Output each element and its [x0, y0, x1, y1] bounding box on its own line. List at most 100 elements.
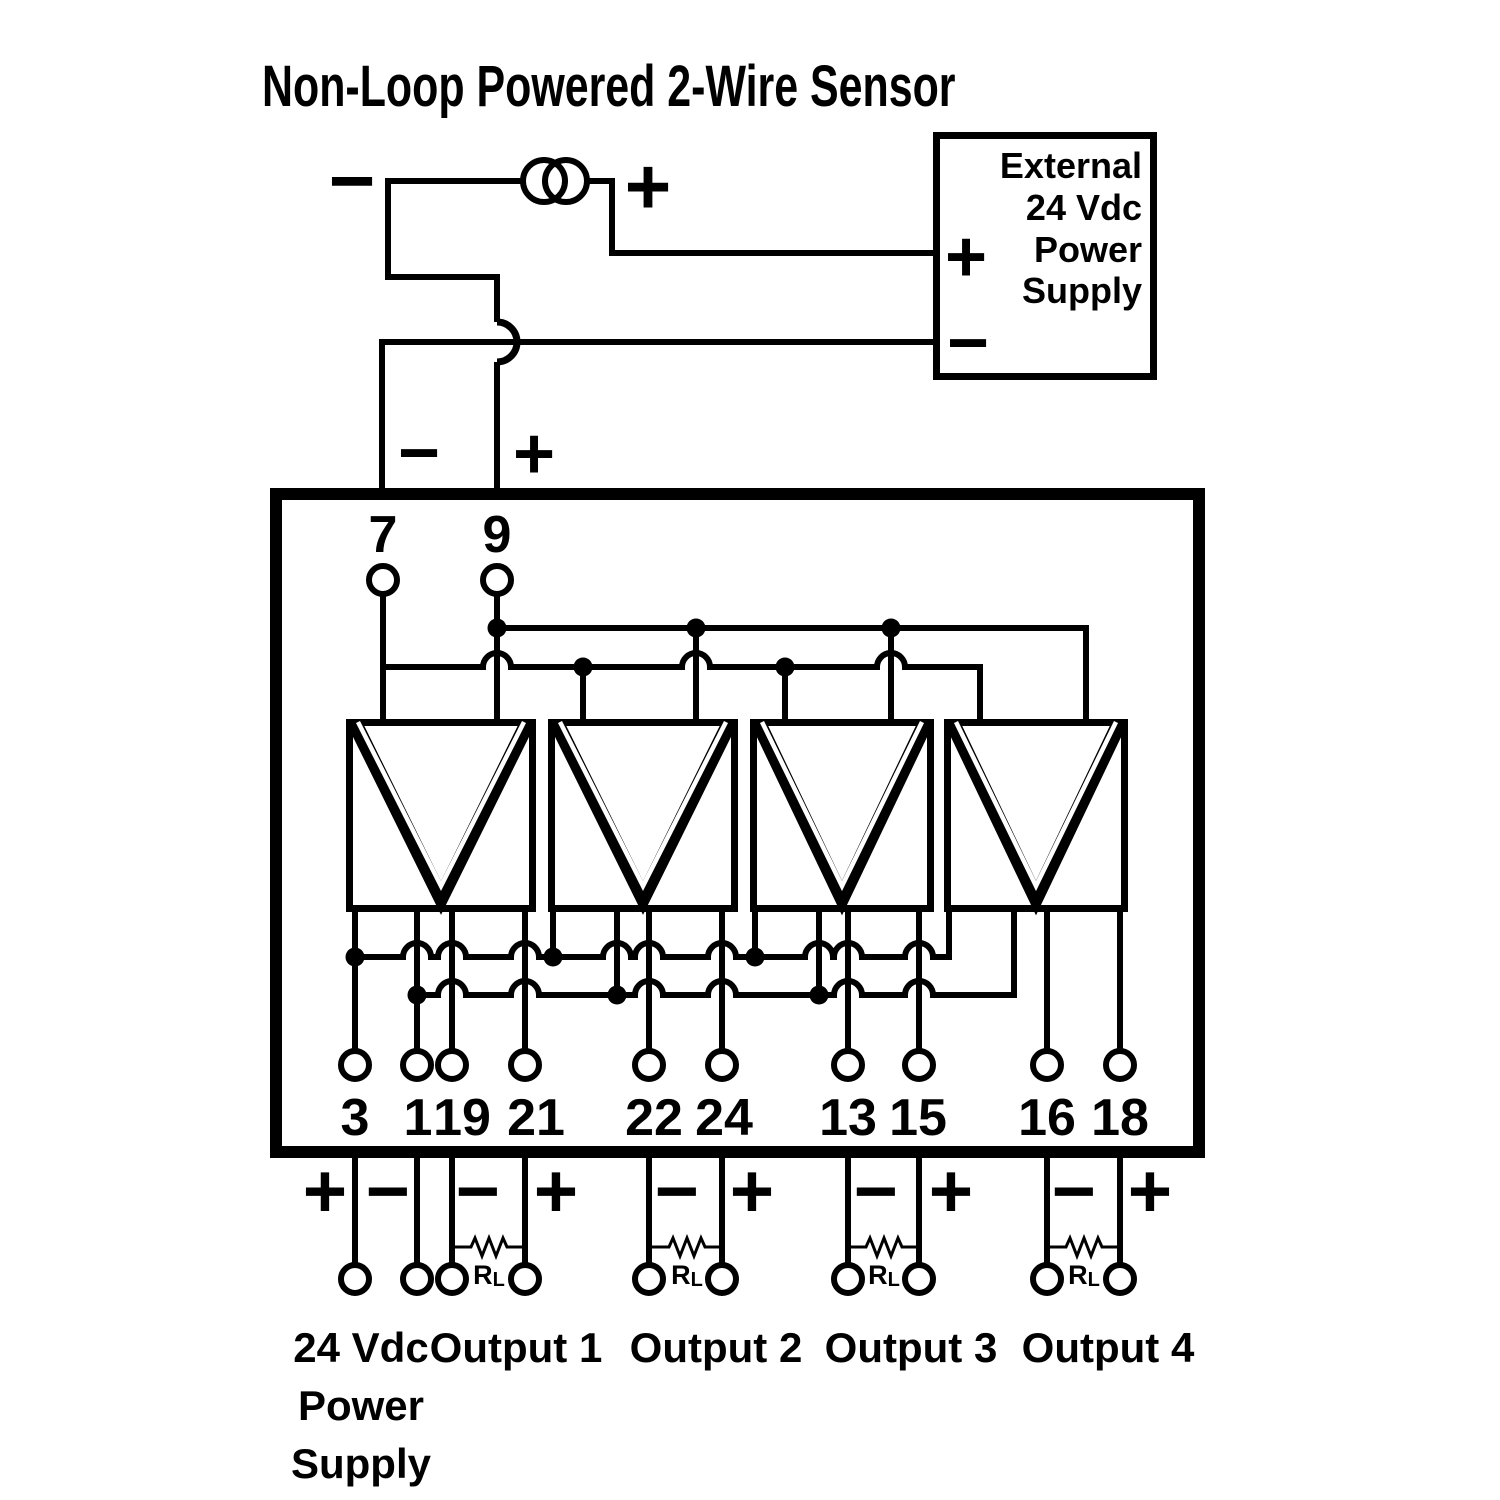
terminal21-circle [508, 1048, 542, 1082]
isolation-amplifier-2 [548, 719, 738, 915]
output3-minus-label: − [854, 1149, 898, 1234]
terminal3-number: 3 [341, 1089, 370, 1147]
amplifier-body [346, 719, 536, 912]
terminal7-number: 7 [369, 506, 398, 564]
amplifier-v-gap [759, 721, 925, 892]
external-supply-line3: Power [1034, 229, 1142, 270]
field-circle-output2-plus [705, 1262, 739, 1296]
load-resistor-2 [649, 1233, 722, 1261]
supply-minus-to-terminal7-wire [379, 339, 934, 494]
output4-plus-label: + [1128, 1149, 1172, 1234]
junction-dot [345, 947, 365, 967]
load-resistor-1 [452, 1233, 525, 1261]
junction-dot [487, 618, 507, 638]
terminal18-number: 18 [1091, 1089, 1149, 1147]
field-circle-output4-plus [1103, 1262, 1137, 1296]
amplifier-v-icon [550, 720, 736, 915]
output4-minus-label: − [1052, 1149, 1096, 1234]
field-circle-output1-plus [508, 1262, 542, 1296]
amplifier-v-gap [953, 721, 1119, 892]
load-resistor-label-3: RL [868, 1260, 900, 1291]
amplifier-v-gap [557, 720, 729, 891]
supply-caption-line1: 24 Vdc [293, 1324, 428, 1371]
field-circle-supply-minus [400, 1262, 434, 1296]
terminal21-number: 21 [507, 1089, 565, 1147]
sensor-minus-label: − [329, 136, 376, 225]
terminal13-number: 13 [819, 1089, 877, 1147]
board: − + 7 9 [270, 413, 1205, 1158]
external-supply-line4: Supply [1022, 270, 1142, 311]
terminal3-circle [338, 1048, 372, 1082]
supply-minus-label: − [366, 1149, 410, 1234]
amplifier-body [944, 719, 1128, 912]
output1-plus-label: + [534, 1149, 578, 1234]
terminal22-number: 22 [625, 1089, 683, 1147]
sensor-circle-right [542, 157, 590, 205]
sensor-plus-label: + [625, 142, 672, 231]
terminal24-circle [705, 1048, 739, 1082]
terminal9-plus-label: + [513, 414, 555, 494]
amplifier-body [750, 719, 934, 912]
external-supply-plus-label: + [945, 217, 987, 297]
output1-caption: Output 1 [430, 1324, 603, 1371]
terminal7-minus-label: − [398, 413, 440, 493]
terminal7-circle [366, 563, 400, 597]
output4-caption: Output 4 [1022, 1324, 1195, 1371]
junction-dot [686, 618, 706, 638]
field-circle-output4-minus [1030, 1262, 1064, 1296]
amplifier-v-gap [355, 720, 527, 891]
junction-dot [543, 947, 563, 967]
terminal1-number: 1 [404, 1089, 433, 1147]
terminal18-circle [1103, 1048, 1137, 1082]
amplifier-v-icon [348, 720, 534, 915]
terminal15-number: 15 [889, 1089, 947, 1147]
external-supply-line1: External [1000, 145, 1142, 186]
sensor-minus-wire [385, 178, 523, 322]
isolation-amplifier-3 [750, 719, 934, 916]
external-supply: External 24 Vdc Power Supply + − [933, 132, 1157, 383]
junction-dot [573, 657, 593, 677]
terminal16-circle [1030, 1048, 1064, 1082]
sensor-circuit: − + [329, 136, 934, 494]
sensor-plus-wire [587, 178, 934, 256]
external-supply-line2: 24 Vdc [1026, 187, 1142, 228]
terminal9-circle [480, 563, 514, 597]
load-resistor-label-4: RL [1068, 1260, 1100, 1291]
output1-minus-label: − [456, 1149, 500, 1234]
junction-dot [809, 985, 829, 1005]
junction-dot [407, 985, 427, 1005]
amplifier-body [548, 719, 738, 912]
junction-dot [881, 618, 901, 638]
terminal1-circle [400, 1048, 434, 1082]
terminal22-circle [632, 1048, 666, 1082]
load-resistor-3 [848, 1233, 919, 1261]
load-resistor-label-2: RL [671, 1260, 703, 1291]
junction-dot [745, 947, 765, 967]
output2-minus-label: − [655, 1149, 699, 1234]
load-resistor-label-1: RL [473, 1260, 505, 1291]
field-circle-output3-minus [831, 1262, 865, 1296]
output3-plus-label: + [929, 1149, 973, 1234]
terminal13-circle [831, 1048, 865, 1082]
field-circle-output3-plus [902, 1262, 936, 1296]
supply-caption-line3: Supply [291, 1440, 432, 1487]
terminal16-number: 16 [1018, 1089, 1076, 1147]
supply-plus-label: + [303, 1149, 347, 1234]
external-supply-box [933, 132, 1157, 380]
bottom-common-bus [417, 909, 1017, 998]
amplifier-v-icon [946, 720, 1126, 916]
output2-plus-label: + [730, 1149, 774, 1234]
terminal24-number: 24 [695, 1089, 753, 1147]
sensor-circle-left [520, 157, 568, 205]
output2-caption: Output 2 [630, 1324, 803, 1371]
terminal19-number: 19 [433, 1089, 491, 1147]
junction-dot [775, 657, 795, 677]
field-wiring: + − − + − + − + − + RL RL RL RL 24 Vdc P… [291, 1149, 1195, 1487]
load-resistor-4 [1047, 1233, 1120, 1261]
sensor-symbol-icon [520, 157, 590, 205]
amplifier-v-icon [752, 720, 932, 916]
external-supply-minus-label: − [947, 303, 989, 383]
field-circle-supply-plus [338, 1262, 372, 1296]
isolation-amplifier-4 [944, 719, 1128, 916]
